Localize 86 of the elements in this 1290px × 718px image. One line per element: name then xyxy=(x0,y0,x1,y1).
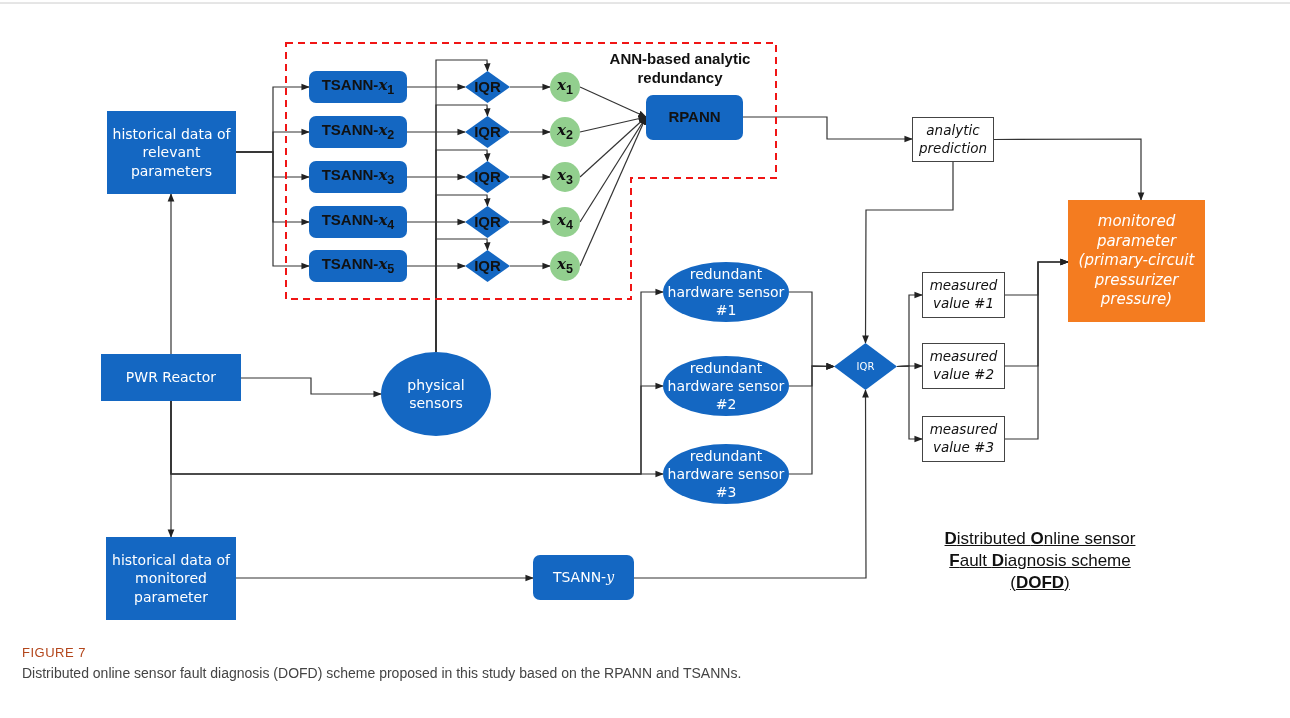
node-label: TSANN-x$_{5}$ xyxy=(321,254,395,278)
node-label: redundant hardware sensor #2 xyxy=(666,358,786,414)
node-label: IQR xyxy=(474,77,501,97)
process-box xyxy=(107,111,236,194)
node-label: physical sensors xyxy=(406,375,466,413)
node-label: historical data of relevant parameters xyxy=(111,125,232,180)
node-label: IQR xyxy=(856,360,875,373)
arrow xyxy=(579,115,647,133)
arrow xyxy=(1004,258,1069,440)
node-label: x$_{2}$ xyxy=(557,120,573,144)
output-box xyxy=(922,343,1005,389)
process-box xyxy=(101,354,241,401)
node-label: analytic prediction xyxy=(918,121,988,158)
process-box xyxy=(309,250,407,282)
node-label: x$_{3}$ xyxy=(557,165,573,189)
process-box xyxy=(646,95,743,140)
arrow xyxy=(862,161,954,344)
variable-circle xyxy=(550,72,580,102)
node-label: TSANN-x$_{2}$ xyxy=(321,120,395,144)
arrow xyxy=(788,362,835,475)
variable-circle xyxy=(550,162,580,192)
arrow xyxy=(406,262,466,270)
decision-diamond xyxy=(465,116,510,148)
scheme-title: Distributed Online sensor Fault Diagnosis scheme (DOFD) xyxy=(943,528,1137,595)
node-label: measured value #3 xyxy=(928,421,999,457)
node-label: IQR xyxy=(474,167,501,187)
arrow xyxy=(509,262,551,270)
arrow xyxy=(742,116,913,143)
node-label: x$_{5}$ xyxy=(557,254,573,278)
node-label: historical data of monitored parameter xyxy=(111,551,232,606)
node-label: monitored parameter (primary-circuit pressurizer pressure) xyxy=(1077,212,1196,310)
arrow xyxy=(509,218,551,226)
arrow xyxy=(235,574,534,582)
node-label: redundant hardware sensor #1 xyxy=(666,264,786,320)
arrow xyxy=(406,128,466,136)
node-label: IQR xyxy=(474,256,501,276)
node-label: redundant hardware sensor #3 xyxy=(666,446,786,502)
node-label: IQR xyxy=(474,122,501,142)
arrow xyxy=(170,400,664,478)
output-box xyxy=(912,117,994,162)
node-label: PWR Reactor xyxy=(125,368,217,387)
node-label: TSANN-x$_{4}$ xyxy=(321,210,395,234)
arrow xyxy=(509,173,551,181)
variable-circle xyxy=(550,207,580,237)
region-heading: ANN-based analytic redundancy xyxy=(608,50,752,88)
variable-circle xyxy=(550,117,580,147)
arrow xyxy=(235,151,310,270)
arrow xyxy=(993,138,1145,201)
node-label: TSANN-x$_{3}$ xyxy=(321,165,395,189)
decision-diamond xyxy=(465,250,510,282)
variable-circle xyxy=(550,251,580,281)
node-label: RPANN xyxy=(668,108,721,127)
arrow xyxy=(167,400,175,538)
arrow xyxy=(406,83,466,91)
arrow xyxy=(167,193,175,355)
arrow xyxy=(406,218,466,226)
node-label: TSANN-y xyxy=(552,568,615,587)
decision-diamond xyxy=(465,161,510,193)
arrow xyxy=(509,128,551,136)
arrow xyxy=(509,83,551,91)
node-label: x$_{4}$ xyxy=(557,210,573,234)
figure-caption: Distributed online sensor fault diagnosis (DOFD) scheme proposed in this study based on the RPANN and TSANNs. xyxy=(22,665,742,681)
figure-number: FIGURE 7 xyxy=(22,645,86,660)
process-box xyxy=(309,71,407,103)
node-label: x$_{1}$ xyxy=(557,75,573,99)
arrow xyxy=(896,365,923,443)
arrow xyxy=(406,173,466,181)
node-label: measured value #1 xyxy=(928,277,999,313)
output-box xyxy=(922,416,1005,462)
arrow xyxy=(633,389,869,579)
node-label: measured value #2 xyxy=(928,348,999,384)
process-box xyxy=(106,537,236,620)
process-box xyxy=(309,161,407,193)
process-box xyxy=(533,555,634,600)
decision-diamond xyxy=(465,71,510,103)
decision-diamond xyxy=(834,343,897,390)
result-box xyxy=(1068,200,1205,322)
process-box xyxy=(309,116,407,148)
arrow xyxy=(240,377,382,398)
arrow xyxy=(435,238,491,353)
output-box xyxy=(922,272,1005,318)
decision-diamond xyxy=(465,206,510,238)
node-label: IQR xyxy=(474,212,501,232)
node-label: TSANN-x$_{1}$ xyxy=(321,75,395,99)
arrow xyxy=(579,86,647,118)
process-box xyxy=(309,206,407,238)
